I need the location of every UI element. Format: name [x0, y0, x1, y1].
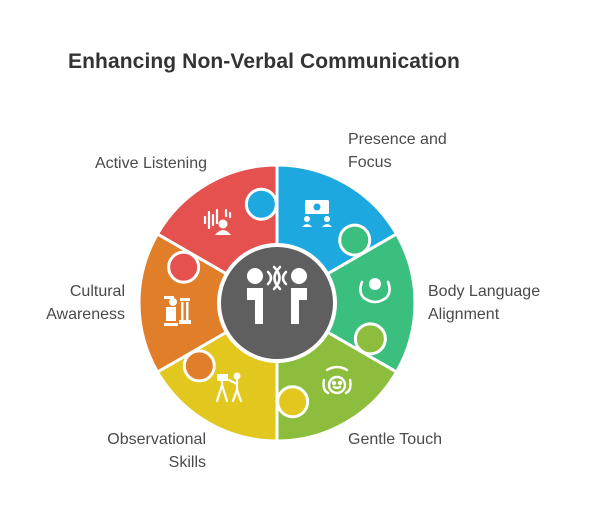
center-disc — [217, 243, 337, 363]
sound-wave-person-icon — [203, 208, 232, 235]
puzzle-tab-observe — [276, 385, 310, 419]
diagram-title: Enhancing Non-Verbal Communication — [68, 50, 460, 73]
label-body-language: Body Language Alignment — [428, 283, 541, 323]
presentation-icon — [302, 200, 332, 227]
puzzle-tab-cultural — [182, 349, 216, 383]
label-observational-skills: Observational Skills — [107, 431, 206, 471]
camera-tripod-icon — [215, 372, 243, 403]
caring-hand-icon — [322, 365, 352, 395]
puzzle-tab-listening — [167, 250, 201, 284]
label-gentle-touch: Gentle Touch — [348, 431, 442, 448]
label-presence-focus: Presence and Focus — [348, 131, 447, 171]
person-pillar-icon — [164, 296, 191, 326]
label-active-listening: Active Listening — [94, 155, 207, 172]
puzzle-tab-presence — [244, 187, 278, 221]
puzzle-tab-touch — [353, 322, 387, 356]
label-cultural-awareness: Cultural Awareness — [46, 283, 125, 323]
hands-head-icon — [359, 278, 391, 304]
puzzle-tab-body — [338, 223, 372, 257]
two-people-talking-icon — [247, 265, 307, 324]
